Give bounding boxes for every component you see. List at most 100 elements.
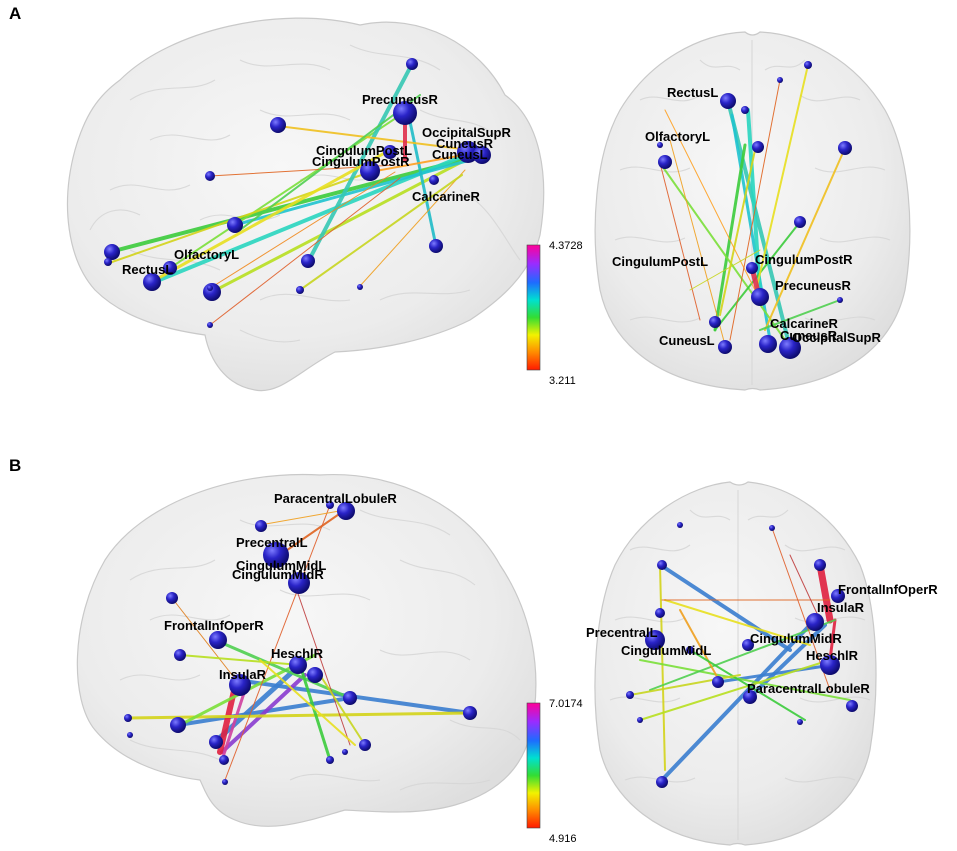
- brain-region-node: [227, 217, 243, 233]
- brain-region-node: [645, 630, 665, 650]
- brain-region-node: [255, 520, 267, 532]
- edge: [816, 561, 834, 624]
- brain-region-node: [307, 667, 323, 683]
- edge: [299, 174, 463, 291]
- edge: [729, 79, 781, 341]
- brain-region-node: [429, 239, 443, 253]
- edge: [212, 662, 303, 745]
- panel-a-sagittal-edges: [108, 62, 481, 326]
- brain-region-node: [838, 141, 852, 155]
- edge: [359, 169, 466, 287]
- brain-gyri-texture: [614, 40, 891, 385]
- brain-region-node: [229, 674, 251, 696]
- brain-region-node: [209, 631, 227, 649]
- edge: [664, 599, 811, 646]
- brain-region-node: [207, 285, 213, 291]
- brain-region-node: [742, 639, 754, 651]
- edge: [828, 618, 837, 662]
- brain-region-node: [301, 254, 315, 268]
- brain-region-node: [746, 262, 758, 274]
- edge: [171, 597, 237, 681]
- brain-region-node: [296, 286, 304, 294]
- edge: [689, 249, 761, 291]
- brain-region-node: [743, 690, 757, 704]
- edge: [209, 177, 401, 326]
- edge: [719, 149, 756, 316]
- brain-region-node: [677, 522, 683, 528]
- brain-region-node: [657, 560, 667, 570]
- edge: [111, 171, 371, 263]
- brain-region-node: [658, 155, 672, 169]
- panel-b-colorbar: 7.0174 4.916: [526, 698, 583, 845]
- panel-b-axial-labels: FrontalInfOperR InsulaR PrecentralL Cing…: [586, 582, 938, 696]
- brain-region-node: [752, 141, 764, 153]
- panel-a-sagittal-nodes: [104, 58, 491, 328]
- region-label: CalcarineR: [770, 316, 839, 331]
- region-label: InsulaR: [219, 667, 267, 682]
- edge: [639, 659, 851, 701]
- edge: [153, 148, 392, 282]
- region-label: OlfactoryL: [645, 129, 710, 144]
- panel-a: A: [9, 4, 911, 392]
- region-label: PrecentralL: [586, 625, 658, 640]
- edge: [639, 659, 831, 721]
- region-label: CuneusL: [659, 333, 715, 348]
- brain-region-node: [831, 589, 845, 603]
- panel-letter-b: B: [9, 456, 21, 475]
- edge: [759, 299, 841, 331]
- brain-region-node: [104, 244, 120, 260]
- panel-b-axial-edges: [629, 527, 851, 782]
- brain-region-node: [289, 656, 307, 674]
- region-label: HeschlR: [271, 646, 324, 661]
- edge: [406, 110, 438, 248]
- brain-region-node: [127, 732, 133, 738]
- region-label: CingulumPostR: [312, 154, 410, 169]
- brain-region-node: [751, 288, 769, 306]
- brain-region-node: [163, 261, 177, 275]
- brain-region-node: [143, 273, 161, 291]
- region-label: CingulumMidR: [232, 567, 324, 582]
- edge: [726, 99, 792, 350]
- panel-letter-a: A: [9, 4, 21, 23]
- brain-region-node: [806, 613, 824, 631]
- brain-region-node: [794, 216, 806, 228]
- brain-region-node: [263, 542, 289, 568]
- region-label: PrecentralL: [236, 535, 308, 550]
- panel-a-sagittal-labels: PrecuneusR OccipitalSupR CuneusR CuneusL…: [122, 92, 511, 277]
- brain-region-node: [637, 717, 643, 723]
- edge: [277, 125, 471, 151]
- region-label: CalcarineR: [412, 189, 481, 204]
- brain-sagittal-outline: [76, 473, 537, 827]
- edge: [659, 564, 666, 771]
- panel-a-colorbar: 4.3728 3.211: [526, 240, 583, 387]
- region-label: PrecuneusR: [775, 278, 851, 293]
- brain-region-node: [657, 142, 663, 148]
- brain-region-node: [174, 649, 186, 661]
- edge: [224, 504, 331, 781]
- region-label: InsulaR: [817, 600, 865, 615]
- colorbar-min-label: 3.211: [549, 375, 576, 387]
- edge: [294, 584, 351, 746]
- region-label: CingulumPostL: [316, 143, 412, 158]
- brain-region-node: [393, 101, 417, 125]
- brain-region-node: [209, 735, 223, 749]
- brain-region-node: [686, 646, 694, 654]
- panel-a-sagittal-view: PrecuneusR OccipitalSupR CuneusR CuneusL…: [66, 17, 545, 392]
- edge: [660, 623, 812, 782]
- brain-region-node: [406, 58, 418, 70]
- edge: [126, 711, 472, 720]
- panel-a-axial-nodes: [657, 61, 852, 359]
- brain-region-node: [357, 284, 363, 290]
- region-label: FrontalInfOperR: [164, 618, 264, 633]
- region-label: OccipitalSupR: [422, 125, 511, 140]
- edge: [259, 659, 356, 746]
- brain-region-node: [759, 335, 777, 353]
- brain-region-node: [359, 739, 371, 751]
- region-label: CingulumMidR: [750, 631, 842, 646]
- region-label: PrecuneusR: [362, 92, 438, 107]
- brain-region-node: [207, 322, 213, 328]
- brain-region-node: [270, 117, 286, 133]
- edge: [663, 566, 792, 652]
- edge: [689, 649, 806, 721]
- brain-region-node: [326, 756, 334, 764]
